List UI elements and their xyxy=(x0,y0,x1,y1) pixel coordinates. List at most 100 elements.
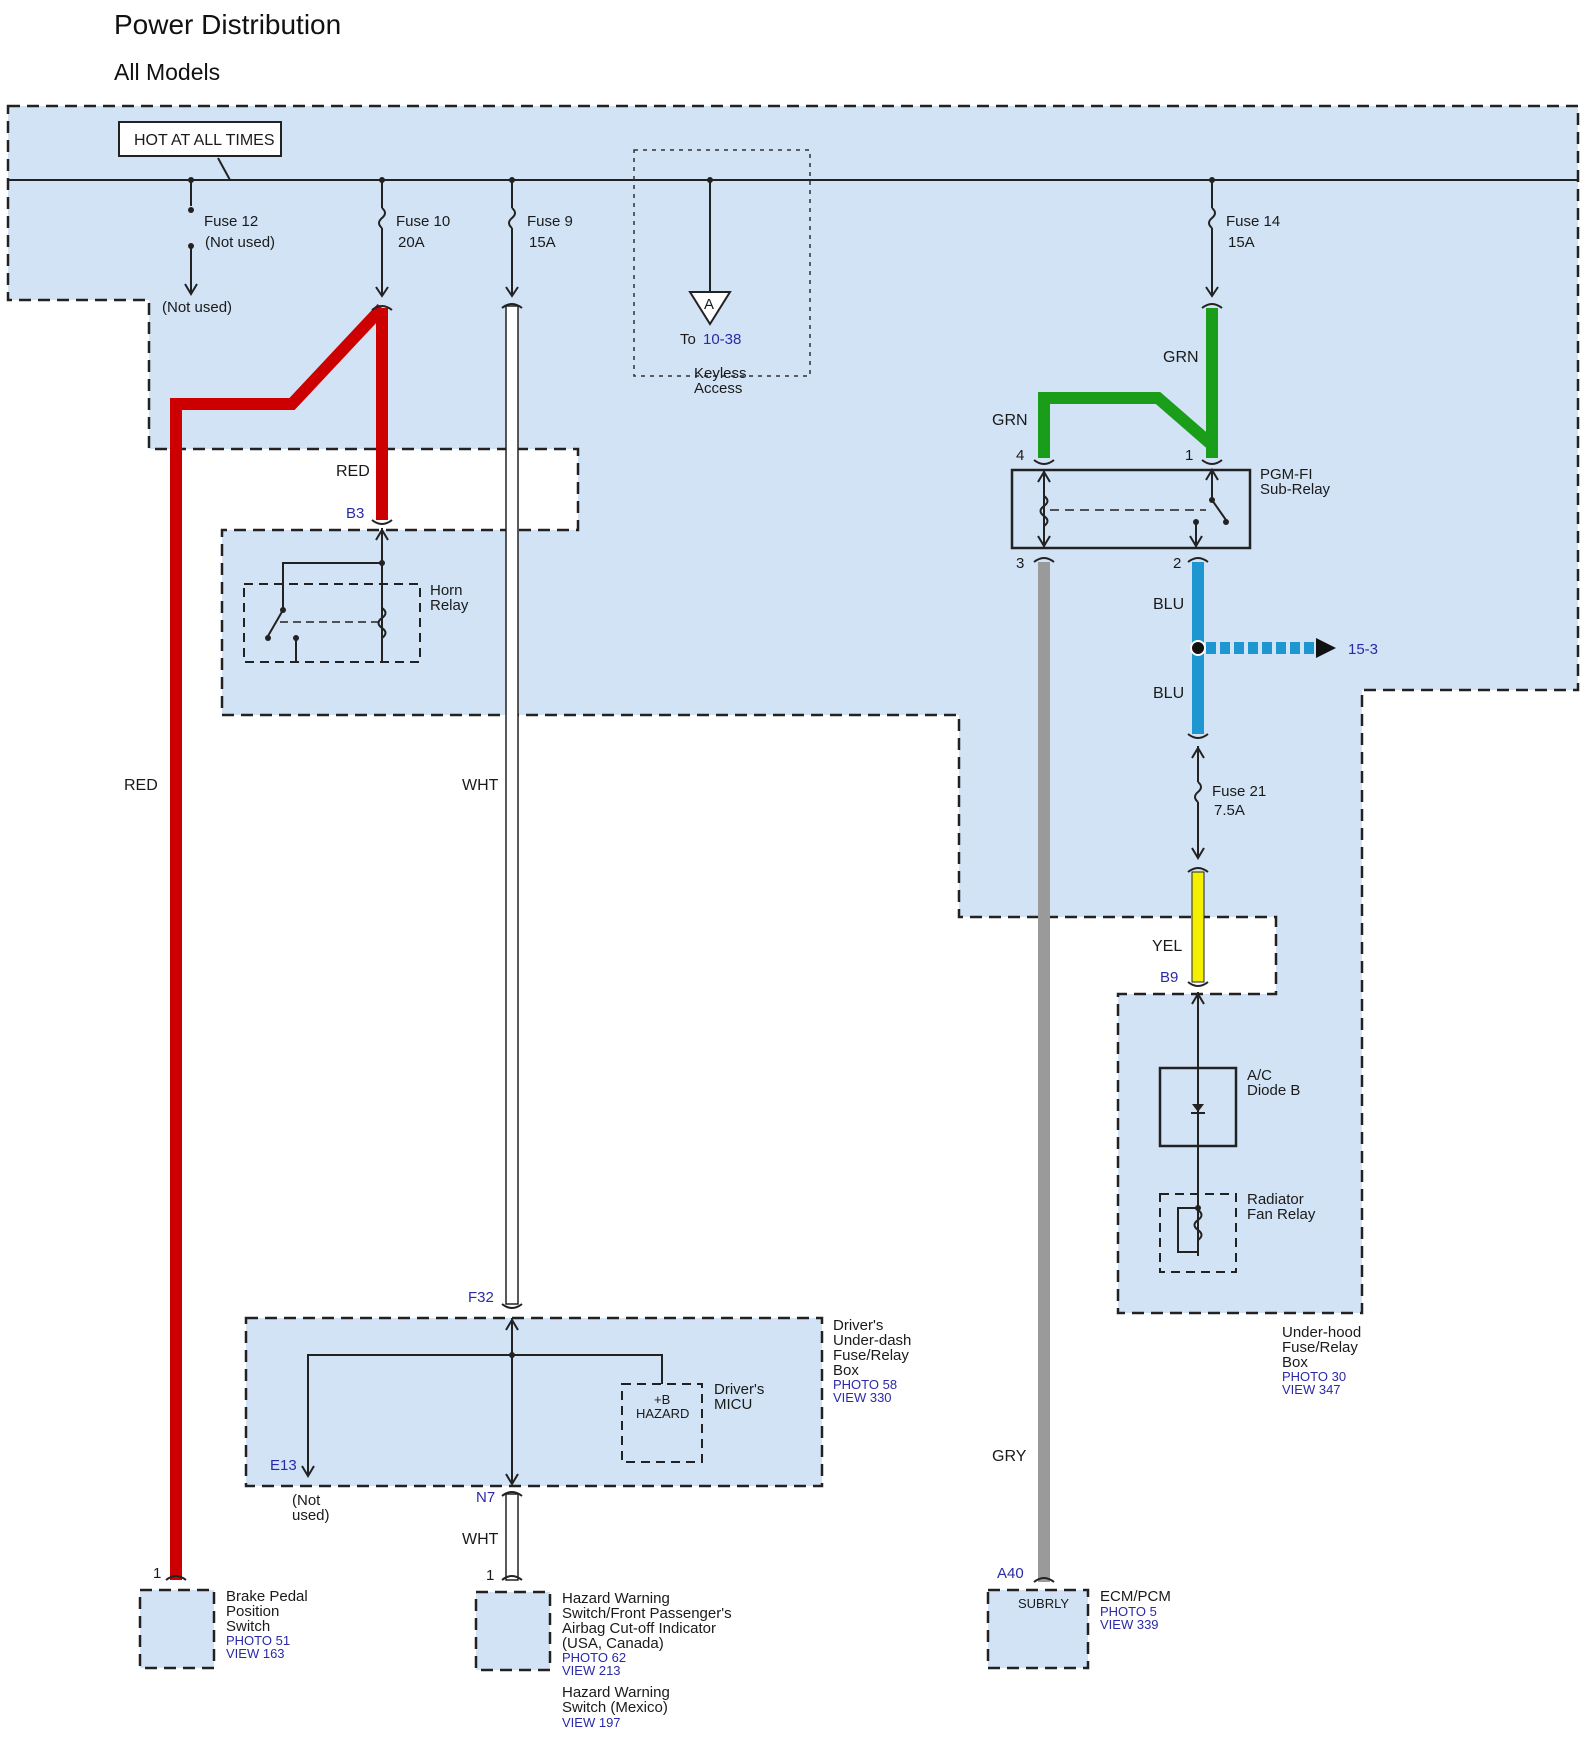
fuse-21 xyxy=(1191,746,1205,860)
brake-label-3: Switch xyxy=(226,1618,270,1635)
keyless-connector-letter: A xyxy=(704,296,714,313)
fuse14-terminal xyxy=(1201,303,1223,309)
underhood-label-3: Box xyxy=(1282,1354,1308,1371)
micu-pin-b: +B xyxy=(654,1392,670,1407)
keyless-to-link[interactable]: 10-38 xyxy=(703,331,741,348)
underhood-view[interactable]: VIEW 347 xyxy=(1282,1382,1341,1397)
hazard-photo[interactable]: PHOTO 62 xyxy=(562,1650,626,1665)
page-subtitle: All Models xyxy=(114,59,220,85)
connector-b9: B9 xyxy=(1160,969,1178,986)
fuse-14 xyxy=(1205,177,1219,298)
fuse-14-name: Fuse 14 xyxy=(1226,213,1280,230)
underhood-box-zone xyxy=(6,104,1580,1315)
fuse-21-name: Fuse 21 xyxy=(1212,783,1266,800)
keyless-connector-a xyxy=(688,291,732,326)
horn-relay-label-1: Horn xyxy=(430,582,463,599)
wire-label-wht-2: WHT xyxy=(462,1531,499,1548)
hot-label-box xyxy=(118,121,282,157)
wire-white-lower xyxy=(505,1493,519,1581)
pgm-pin-2: 2 xyxy=(1173,555,1181,572)
horn-relay xyxy=(243,528,421,663)
rad-fan-label-2: Fan Relay xyxy=(1247,1206,1316,1223)
underdash-label-2: Under-dash xyxy=(833,1332,911,1349)
fuse-14-rating: 15A xyxy=(1228,234,1255,251)
pgm-pin-1: 1 xyxy=(1185,447,1193,464)
underdash-photo[interactable]: PHOTO 58 xyxy=(833,1377,897,1392)
ecm-view[interactable]: VIEW 339 xyxy=(1100,1617,1159,1632)
brake-pin-1: 1 xyxy=(153,1565,161,1582)
horn-relay-label-2: Relay xyxy=(430,597,469,614)
underdash-label-1: Driver's xyxy=(833,1317,883,1334)
underdash-label-3: Fuse/Relay xyxy=(833,1347,909,1364)
underdash-box xyxy=(244,1316,824,1488)
branch-arrow xyxy=(1316,638,1336,658)
keyless-label-2: Access xyxy=(694,380,742,397)
b3-top-terminal xyxy=(371,305,393,311)
hazard-view[interactable]: VIEW 213 xyxy=(562,1663,621,1678)
underhood-label-2: Fuse/Relay xyxy=(1282,1339,1358,1356)
wire-yellow xyxy=(1191,871,1205,983)
pgm-fi-sub-relay xyxy=(1010,468,1252,550)
wire-red-main xyxy=(170,303,387,1580)
ac-diode-b xyxy=(1158,992,1238,1240)
hot-label-pointer xyxy=(217,157,231,181)
fuse-9 xyxy=(505,177,519,298)
e13-note-2: used) xyxy=(292,1507,330,1524)
fuse-10-rating: 20A xyxy=(398,234,425,251)
micu-label-2: MICU xyxy=(714,1396,752,1413)
underdash-label-4: Box xyxy=(833,1362,859,1379)
e13-note-1: (Not xyxy=(292,1492,321,1509)
b9-terminal xyxy=(1187,981,1209,987)
ecm-photo[interactable]: PHOTO 5 xyxy=(1100,1604,1157,1619)
brake-label-1: Brake Pedal xyxy=(226,1588,308,1605)
rad-fan-label-1: Radiator xyxy=(1247,1191,1304,1208)
splice-dot xyxy=(1190,640,1206,656)
wire-label-wht-1: WHT xyxy=(462,777,499,794)
hazard-alt-label-2: Switch (Mexico) xyxy=(562,1699,668,1716)
wire-label-blu-1: BLU xyxy=(1153,596,1184,613)
wire-label-red-1: RED xyxy=(336,463,370,480)
hazard-alt-view[interactable]: VIEW 197 xyxy=(562,1715,621,1730)
hazard-label-1: Hazard Warning xyxy=(562,1590,670,1607)
brake-switch xyxy=(138,1588,216,1670)
fuse-12-name: Fuse 12 xyxy=(204,213,258,230)
fuse-21-rating: 7.5A xyxy=(1214,802,1245,819)
hazard-pin-1: 1 xyxy=(486,1567,494,1584)
ac-diode-label-2: Diode B xyxy=(1247,1082,1300,1099)
keyless-label-1: Keyless xyxy=(694,365,747,382)
brake-photo[interactable]: PHOTO 51 xyxy=(226,1633,290,1648)
underhood-label-1: Under-hood xyxy=(1282,1324,1361,1341)
pgm-fi-label-1: PGM-FI xyxy=(1260,466,1313,483)
ref-15-3[interactable]: 15-3 xyxy=(1348,641,1378,658)
brake-view[interactable]: VIEW 163 xyxy=(226,1646,285,1661)
wire-green-pin4 xyxy=(1038,392,1216,458)
keyless-box xyxy=(633,149,811,377)
fuse21-top-terminal xyxy=(1187,733,1209,739)
f32-terminal xyxy=(501,1303,523,1309)
hazard-alt-label-1: Hazard Warning xyxy=(562,1684,670,1701)
connector-b3: B3 xyxy=(346,505,364,522)
pgm-pin3-terminal xyxy=(1033,557,1055,563)
wire-label-grn-1: GRN xyxy=(1163,349,1199,366)
wire-label-red-2: RED xyxy=(124,777,158,794)
pgm-pin1-terminal xyxy=(1201,459,1223,465)
fuse-12 xyxy=(184,177,198,296)
hazard-switch xyxy=(474,1590,552,1672)
underdash-view[interactable]: VIEW 330 xyxy=(833,1390,892,1405)
hazard-pin-terminal xyxy=(501,1575,523,1581)
hot-label: HOT AT ALL TIMES xyxy=(134,132,275,149)
pgm-pin-3: 3 xyxy=(1016,555,1024,572)
pgm-pin-4: 4 xyxy=(1016,447,1024,464)
underhood-photo[interactable]: PHOTO 30 xyxy=(1282,1369,1346,1384)
ac-diode-label-1: A/C xyxy=(1247,1067,1272,1084)
connector-n7: N7 xyxy=(476,1489,495,1506)
connector-a40: A40 xyxy=(997,1565,1024,1582)
micu-label-1: Driver's xyxy=(714,1381,764,1398)
ecm-pcm xyxy=(986,1588,1090,1670)
n7-terminal xyxy=(501,1491,523,1497)
wire-label-gry: GRY xyxy=(992,1448,1027,1465)
pgm-fi-label-2: Sub-Relay xyxy=(1260,481,1331,498)
wire-label-blu-2: BLU xyxy=(1153,685,1184,702)
hazard-label-4: (USA, Canada) xyxy=(562,1635,664,1652)
